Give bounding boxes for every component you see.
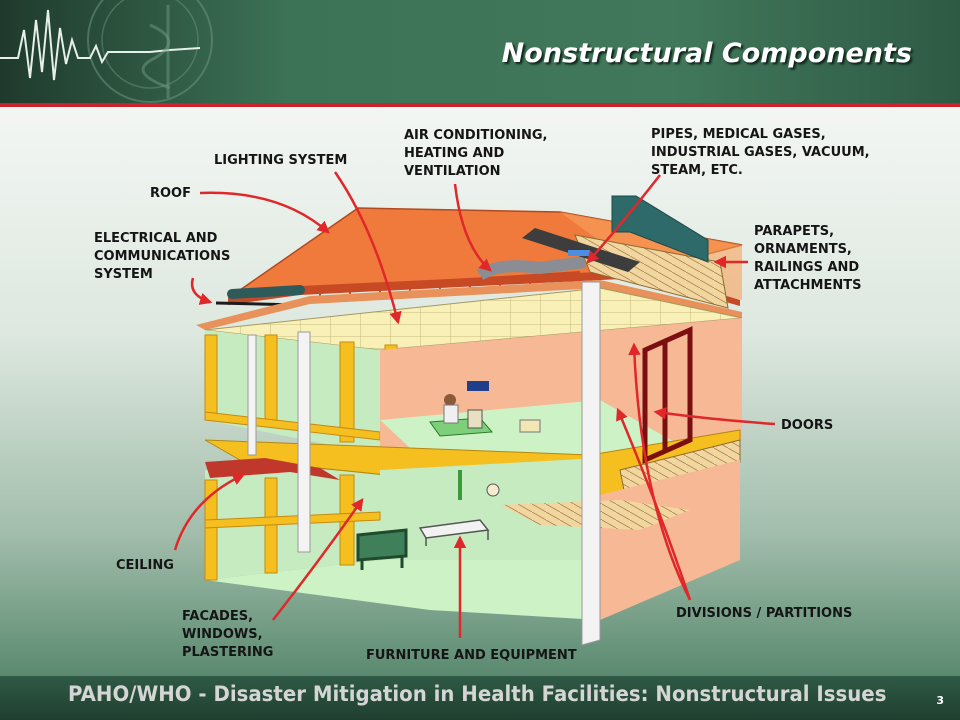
wall-pipe-green [458,470,462,500]
hvac-duct [476,256,586,281]
label-divisions: DIVISIONS / PARTITIONS [676,606,853,621]
wall-clock [486,483,500,497]
header-divider [0,103,960,107]
parapet-boards [574,234,729,309]
ecg-logo-icon [0,0,213,103]
columns [247,281,601,646]
arrow-doors [653,407,776,426]
parapet-wall [611,195,709,263]
label-lighting: LIGHTING SYSTEM [214,153,348,168]
lower-floor [205,560,600,620]
label-pipes: PIPES, MEDICAL GASES,INDUSTRIAL GASES, V… [651,127,870,178]
pipe-highlight [568,250,590,256]
lower-bed [418,519,490,546]
label-furniture: FURNITURE AND EQUIPMENT [366,648,577,663]
label-doors: DOORS [781,418,834,433]
door [642,326,693,464]
arrow-divisions-wall [628,342,692,601]
patient-bed [429,394,494,437]
upper-ceiling [196,280,742,330]
footer-text: PAHO/WHO - Disaster Mitigation in Health… [68,682,887,706]
content-area: ROOF LIGHTING SYSTEM AIR CONDITIONING,HE… [0,107,960,676]
roof-eave [228,270,740,306]
label-ceiling: CEILING [116,558,174,573]
building-diagram [173,171,776,646]
arrow-lighting [333,171,402,325]
slide-title: Nonstructural Components [501,38,912,69]
electrical-conduit [227,285,305,299]
iv-stand [467,381,489,391]
arrow-roof [199,191,330,234]
slide-footer: PAHO/WHO - Disaster Mitigation in Health… [0,676,960,720]
arrow-facades [272,497,364,621]
arrow-pipes [586,174,661,264]
arrow-electrical [190,277,213,305]
side-table [519,419,541,433]
arrow-ceiling [173,473,246,551]
annotation-arrows [173,171,776,638]
page-number: 3 [936,694,944,707]
arrow-hvac [453,183,492,272]
slide-header: Nonstructural Components [0,0,960,103]
left-wall-lower [205,470,380,580]
lower-table [356,528,408,570]
label-facades: FACADES,WINDOWS,PLASTERING [182,609,274,660]
label-roof: ROOF [150,186,191,201]
